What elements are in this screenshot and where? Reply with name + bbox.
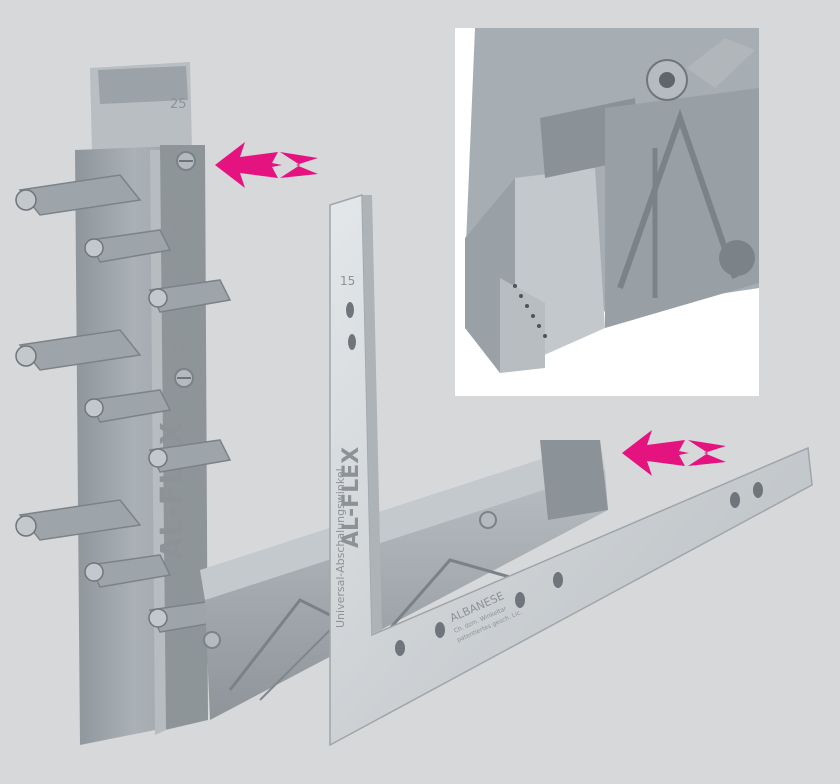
inset-perforation (513, 284, 547, 338)
plate-brand: AL-FLEX (339, 447, 364, 548)
prong-tips (15, 189, 168, 628)
metal-angle-plate (329, 193, 813, 747)
plate-caption: Universal-Abschalungswinkel (334, 468, 347, 628)
arrow-icon (215, 142, 318, 188)
post-mark-20: 20 (170, 219, 187, 234)
plastic-rail (200, 440, 608, 720)
arrow-icon (622, 430, 726, 476)
post-prongs (18, 174, 232, 633)
post-mark-15: 15 (170, 344, 187, 359)
detail-inset (455, 28, 759, 396)
post-mark-25: 25 (170, 97, 187, 112)
post-brand-label: AL-FLEX (155, 422, 190, 560)
plate-mark-15: 15 (340, 274, 355, 288)
inset-detail-drawing (465, 28, 759, 373)
